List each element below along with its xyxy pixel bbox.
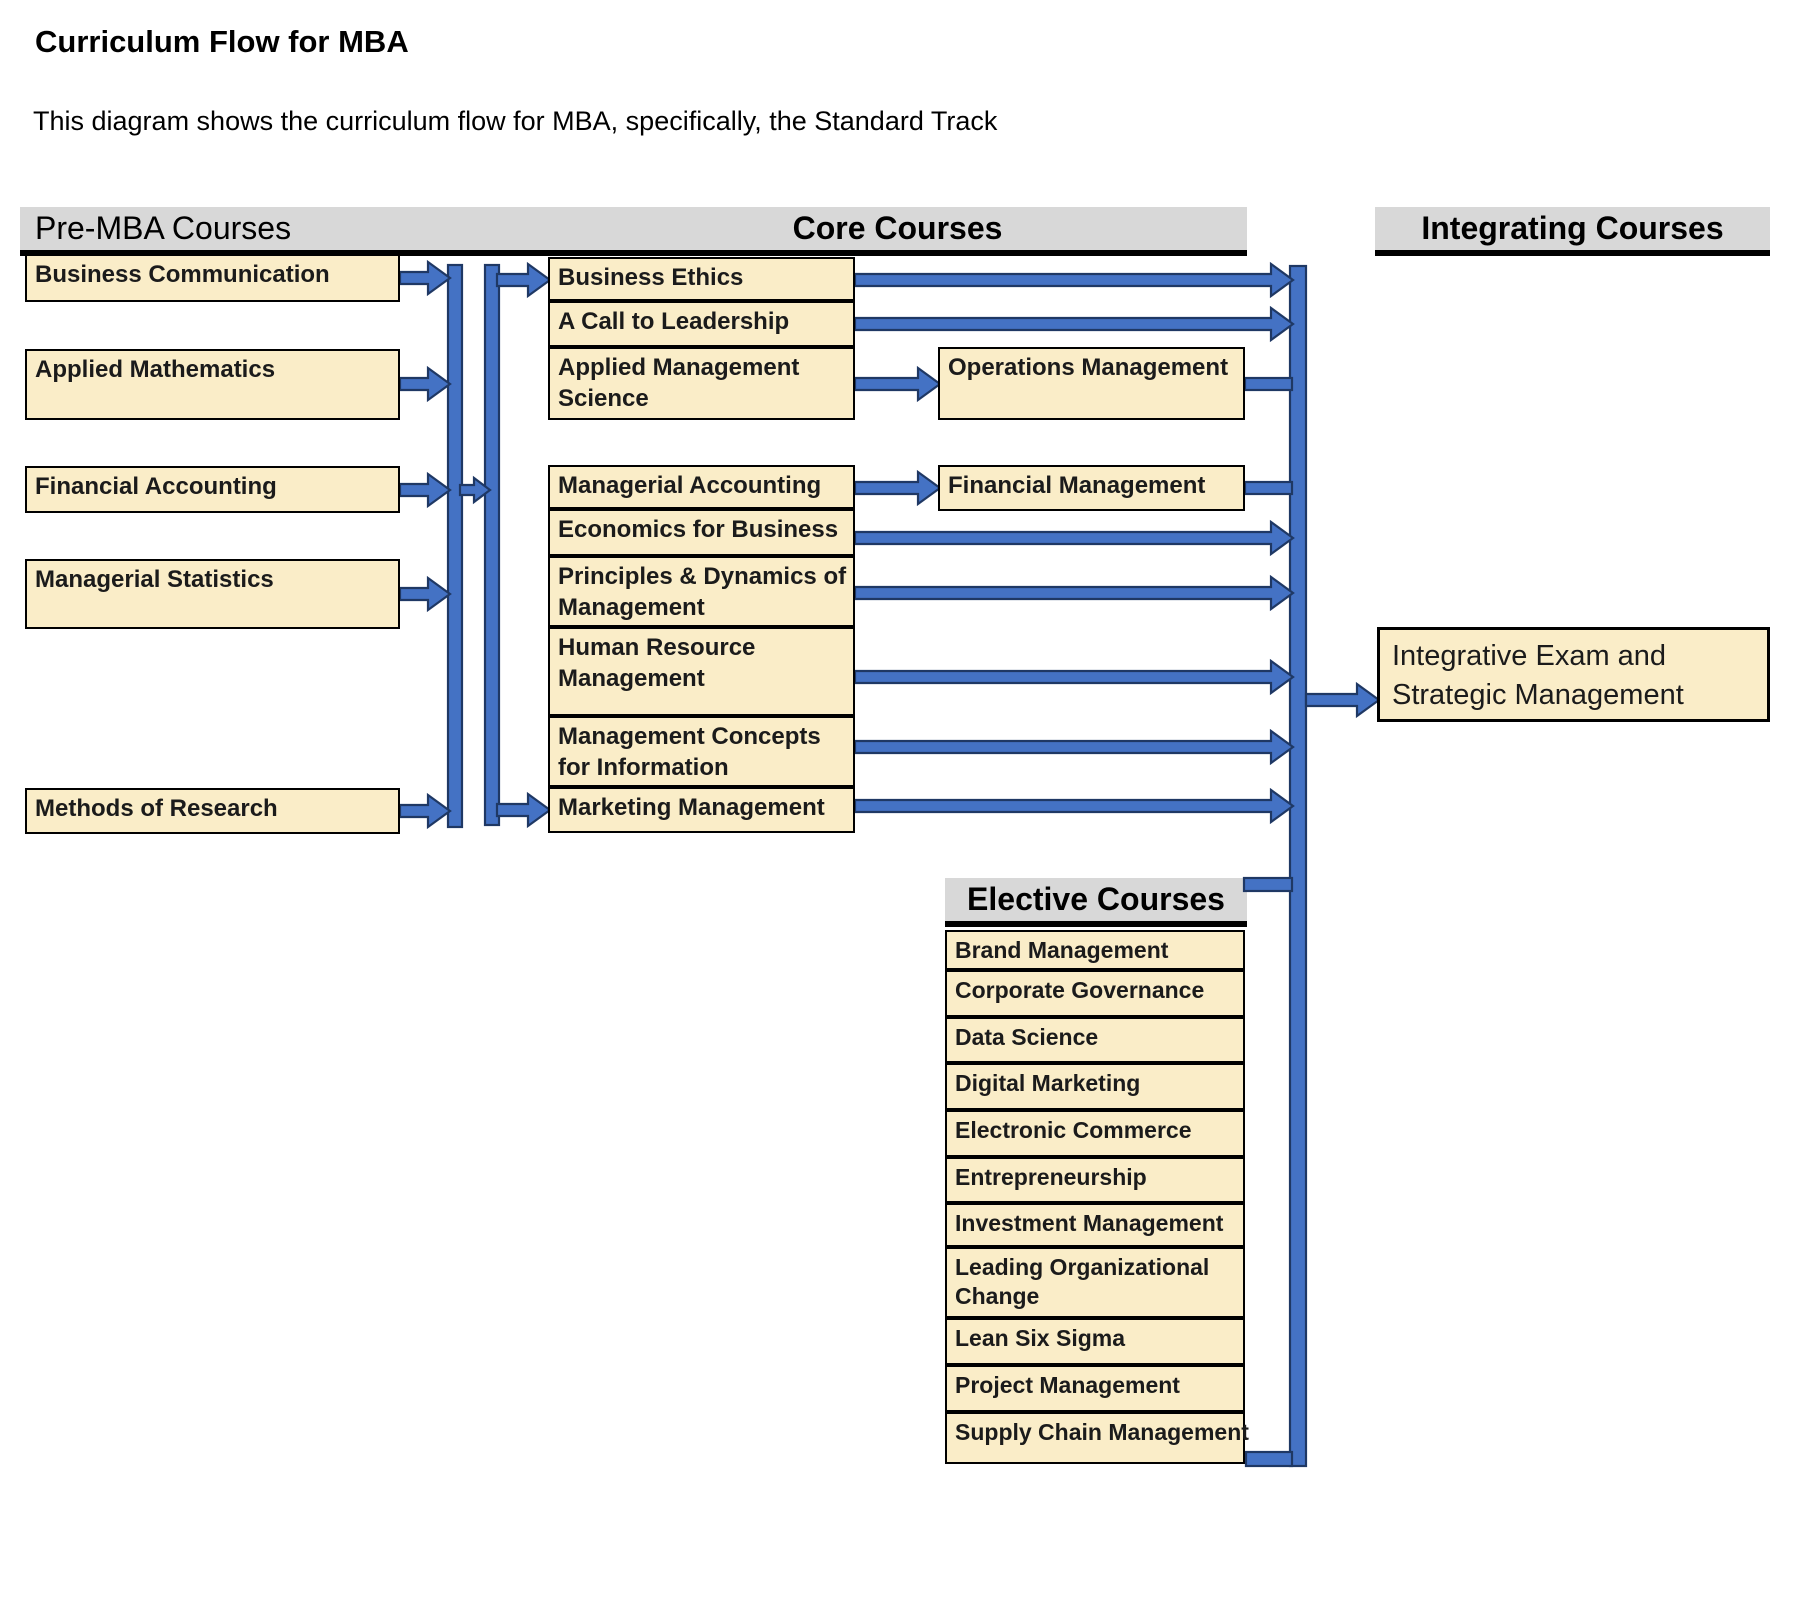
header-elective-courses: Elective Courses <box>945 878 1247 921</box>
arrow-methods-of-research <box>398 792 452 830</box>
course-box-business-ethics: Business Ethics <box>548 257 855 301</box>
elective-bottom-connector <box>1244 1450 1294 1468</box>
course-box-economics-for-business: Economics for Business <box>548 509 855 556</box>
elective-top-connector <box>1242 876 1294 893</box>
course-box-management-concepts-for-information: Management Concepts for Information <box>548 716 855 787</box>
course-box-supply-chain-management: Supply Chain Management <box>945 1412 1249 1464</box>
arrow-principles-out <box>853 574 1295 612</box>
arrow-economics-out <box>853 519 1295 557</box>
course-box-brand-management: Brand Management <box>945 930 1245 970</box>
course-box-financial-accounting: Financial Accounting <box>25 466 400 513</box>
arrow-to-business-ethics <box>495 261 552 299</box>
course-box-managerial-statistics: Managerial Statistics <box>25 559 400 629</box>
course-box-principles-dynamics-of-management: Principles & Dynamics of Management <box>548 556 855 627</box>
page-subtitle: This diagram shows the curriculum flow f… <box>33 106 998 136</box>
header-underline-elective <box>945 921 1247 927</box>
course-box-project-management: Project Management <box>945 1365 1245 1412</box>
header-underline-main <box>20 250 1247 256</box>
connector-operations-out <box>1243 376 1294 392</box>
arrow-ams-to-operations <box>853 365 942 403</box>
arrow-bar-to-bar <box>458 475 492 505</box>
course-box-applied-management-science: Applied Management Science <box>548 347 855 420</box>
arrow-managerial-statistics <box>398 575 452 613</box>
arrow-financial-accounting <box>398 471 452 509</box>
arrow-call-to-leadership-out <box>853 305 1295 343</box>
course-box-a-call-to-leadership: A Call to Leadership <box>548 301 855 347</box>
course-box-human-resource-management: Human Resource Management <box>548 627 855 716</box>
header-integrating-courses: Integrating Courses <box>1375 207 1770 250</box>
course-box-marketing-management: Marketing Management <box>548 787 855 833</box>
course-box-business-communication: Business Communication <box>25 254 400 302</box>
header-core-courses: Core Courses <box>792 210 1003 246</box>
course-box-lean-six-sigma: Lean Six Sigma <box>945 1318 1245 1365</box>
flow-bar-core-distributor <box>483 263 501 827</box>
course-box-digital-marketing: Digital Marketing <box>945 1063 1245 1110</box>
arrow-to-integrative-exam <box>1304 681 1381 719</box>
course-box-operations-management: Operations Management <box>938 347 1245 420</box>
course-box-methods-of-research: Methods of Research <box>25 788 400 834</box>
course-box-entrepreneurship: Entrepreneurship <box>945 1157 1245 1203</box>
course-box-financial-management: Financial Management <box>938 465 1245 511</box>
course-box-electronic-commerce: Electronic Commerce <box>945 1110 1245 1157</box>
arrow-marketing-out <box>853 787 1295 825</box>
arrow-mgmt-concepts-out <box>853 728 1295 766</box>
header-underline-integrating <box>1375 250 1770 256</box>
course-box-corporate-governance: Corporate Governance <box>945 970 1245 1017</box>
arrow-business-ethics-out <box>853 261 1295 299</box>
arrow-business-communication <box>398 259 452 297</box>
arrow-to-marketing-management <box>495 791 552 829</box>
course-box-leading-organizational-change: Leading Organizational Change <box>945 1247 1245 1318</box>
course-box-investment-management: Investment Management <box>945 1203 1245 1247</box>
arrow-applied-mathematics <box>398 365 452 403</box>
arrow-macct-to-financial <box>853 469 942 507</box>
course-box-data-science: Data Science <box>945 1017 1245 1063</box>
arrow-hrm-out <box>853 658 1295 696</box>
header-bar-main: Pre-MBA Courses Core Courses <box>20 207 1247 250</box>
course-box-managerial-accounting: Managerial Accounting <box>548 465 855 509</box>
flow-bar-integrating-collector <box>1288 264 1308 1468</box>
course-box-applied-mathematics: Applied Mathematics <box>25 349 400 420</box>
flow-bar-pre-mba-collector <box>446 263 464 829</box>
course-box-integrative-exam-strategic-management: Integrative Exam and Strategic Managemen… <box>1377 627 1770 722</box>
connector-financial-out <box>1243 480 1294 496</box>
header-pre-mba-courses: Pre-MBA Courses <box>35 210 292 246</box>
page-title: Curriculum Flow for MBA <box>35 24 409 59</box>
